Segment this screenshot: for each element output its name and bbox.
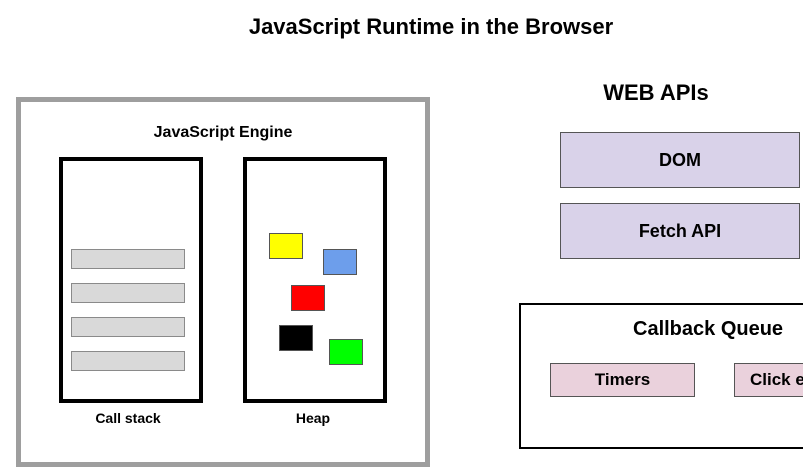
stack-frame	[71, 283, 185, 303]
heap-object-yellow	[269, 233, 303, 259]
stack-frame	[71, 351, 185, 371]
heap-label: Heap	[295, 410, 331, 426]
queue-item-click-events: Click e	[734, 363, 803, 397]
heap-box	[243, 157, 387, 403]
queue-item-timers: Timers	[550, 363, 695, 397]
heap-object-black	[279, 325, 313, 351]
web-api-fetch: Fetch API	[560, 203, 800, 259]
heap-object-red	[291, 285, 325, 311]
call-stack-box	[59, 157, 203, 403]
diagram-title: JavaScript Runtime in the Browser	[248, 14, 614, 39]
stack-frame	[71, 249, 185, 269]
call-stack-label: Call stack	[95, 410, 161, 426]
web-api-dom: DOM	[560, 132, 800, 188]
heap-object-green	[329, 339, 363, 365]
javascript-engine-label: JavaScript Engine	[153, 124, 293, 141]
callback-queue-title: Callback Queue	[633, 318, 784, 340]
web-apis-title: WEB APIs	[603, 80, 709, 105]
callback-queue-box: Callback Queue Timers Click e	[519, 303, 803, 449]
heap-object-blue	[323, 249, 357, 275]
javascript-engine-box: JavaScript Engine Call stack Heap	[16, 97, 430, 467]
stack-frame	[71, 317, 185, 337]
